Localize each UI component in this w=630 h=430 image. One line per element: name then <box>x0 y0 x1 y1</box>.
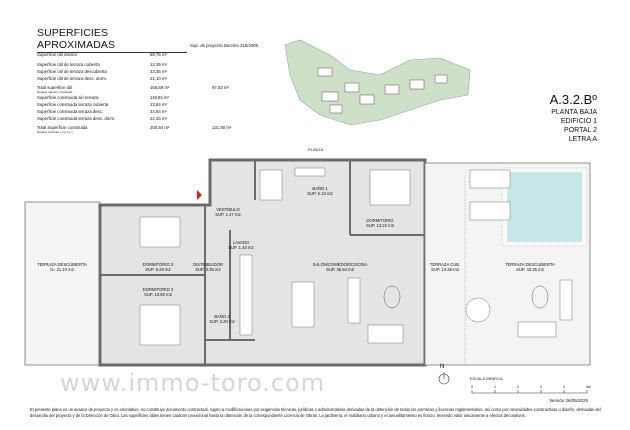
unit-portal: PORTAL 2 <box>564 127 597 134</box>
surfaces-header: Sup. de proyecto Decreto 218/2005 <box>190 43 258 48</box>
surface-label: Superficie útil de terraza desc. dorm. <box>37 76 107 81</box>
room-name: TERRAZA CUB. <box>429 262 461 267</box>
surface-decree-value: 131,80 m² <box>212 125 232 130</box>
north-label: N <box>440 364 445 370</box>
surface-label: Superficie construida terraza cubierta <box>37 102 109 107</box>
surface-row: Superficie construida sin terraza 119,82 … <box>37 95 257 103</box>
surface-value: 21,10 m² <box>150 76 167 81</box>
room-area: SUP. 5.10 m2 <box>307 191 333 196</box>
unit-building: EDIFICIO 1 <box>560 118 597 125</box>
surface-decree-value: 97,63 m² <box>212 85 229 90</box>
site-plan <box>284 39 471 126</box>
room-area: SUP. 13.22 m2 <box>366 223 394 228</box>
surface-value: 68,75 m² <box>150 52 167 57</box>
surface-note: (incluye terrazas y z.p.c.c.) <box>37 130 73 134</box>
scale-tick: 4 <box>563 385 565 389</box>
room-area: SUP. 13.38 m2 <box>431 267 459 272</box>
version: Versión 26/05/2025 <box>549 398 588 403</box>
scale-title: ESCALA GRÁFICA <box>470 377 503 381</box>
left-terrace <box>24 201 101 366</box>
surface-row: Superficie útil de terraza descubierta 43… <box>37 69 257 77</box>
unit-code: A.3.2.Bº <box>549 92 597 107</box>
surface-value: 119,82 m² <box>150 95 170 100</box>
room-area: SUP. 1.48 m2 <box>228 245 254 250</box>
surface-value: 200,84 m² <box>150 125 170 130</box>
room-name: LAVADO <box>232 240 250 245</box>
unit-letter: LETRA A <box>568 136 597 143</box>
pool <box>507 172 582 242</box>
surface-value: 13,84 m² <box>150 102 167 107</box>
surface-label: Total superficie útil <box>37 85 73 90</box>
room-name: BAÑO 2 <box>214 314 230 319</box>
room-name: TERRAZA DESCUBIERTA <box>37 262 87 267</box>
scale-tick: 2 <box>517 385 519 389</box>
apartment-interior <box>98 158 427 367</box>
room-area: SUP. 1.47 m2 <box>215 212 241 217</box>
scale-tick: 0 <box>471 385 473 389</box>
room-name: DORMITORIO 3 <box>142 262 174 267</box>
scale-tick: 3 <box>540 385 542 389</box>
room-area: SUP. 3.20 m2 <box>209 319 235 324</box>
surface-row: Superficie útil de terraza desc. dorm. 21… <box>37 76 257 84</box>
entry-marker-icon <box>197 190 202 200</box>
site-plan-label: PLANTA <box>308 147 324 152</box>
surface-value: 43,35 m² <box>150 69 167 74</box>
surface-row: Total Superficie construida(incluye terr… <box>37 125 257 134</box>
surfaces-title: SUPERFICIES APROXIMADAS <box>37 27 187 53</box>
room-name: DISTRIBUIDOR <box>192 262 224 267</box>
room-name: DORMITORIO 2 <box>142 287 174 292</box>
room-area: SUP. 9.28 m2 <box>145 267 171 272</box>
surface-label: Total Superficie construida <box>37 125 88 130</box>
scale-tick: 5m <box>586 385 591 389</box>
room-area: SUP. 43.35 m2 <box>516 267 544 272</box>
room-area: SUP. 36.84 m2 <box>326 267 354 272</box>
surface-row: Superficie construida terraza cubierta 13… <box>37 102 257 110</box>
surface-row: Total superficie útil(incluye interior y… <box>37 85 257 94</box>
room-label: TERRAZA CUB.SUP. 13.38 m2 <box>430 262 460 272</box>
unit-details: PLANTA BAJA EDIFICIO 1 PORTAL 2 LETRA A <box>551 108 597 144</box>
surface-row: Superficie útil interior 68,75 m² <box>37 52 257 60</box>
watermark: www.immo-toro.com <box>60 369 326 397</box>
room-area: S= 21.10 m2 <box>50 267 74 272</box>
unit-floor: PLANTA BAJA <box>551 109 597 116</box>
room-area: SUP. 3.35 m2 <box>195 267 221 272</box>
room-name: DORMITORIO <box>366 218 394 223</box>
surface-label: Superficie útil de terraza cubierta <box>37 62 100 67</box>
surface-label: Superficie construida terraza desc. <box>37 109 104 114</box>
room-name: SALÓN/COMEDOR/COCINA <box>312 262 368 267</box>
surface-value: 13,39 m² <box>150 62 167 67</box>
surface-row: Superficie construida terraza desc. 44,84… <box>37 109 257 117</box>
surface-value: 166,59 m² <box>150 85 170 90</box>
scale-tick: 1 <box>494 385 496 389</box>
surface-label: Superficie construida terraza desc. dorm… <box>37 116 116 121</box>
surface-row: Superficie construida terraza desc. dorm… <box>37 116 257 124</box>
surface-value: 44,84 m² <box>150 109 167 114</box>
surface-value: 22,34 m² <box>150 116 167 121</box>
surface-label: Superficie útil interior <box>37 52 78 57</box>
surface-label: Superficie útil de terraza descubierta <box>37 69 107 74</box>
room-name: VESTÍBULO <box>216 207 240 212</box>
surface-note: (incluye interior y terrazas) <box>37 90 73 94</box>
room-area: SUP. 10.80 m2 <box>144 292 172 297</box>
scale-bar <box>471 390 588 394</box>
room-name: BAÑO 1 <box>312 186 328 191</box>
surface-label: Superficie construida sin terraza <box>37 95 99 100</box>
room-name: TERRAZA DESCUBIERTA <box>505 262 555 267</box>
surface-row: Superficie útil de terraza cubierta 13,39… <box>37 62 257 70</box>
disclaimer: El presente plano es un avance de proyec… <box>30 407 601 418</box>
